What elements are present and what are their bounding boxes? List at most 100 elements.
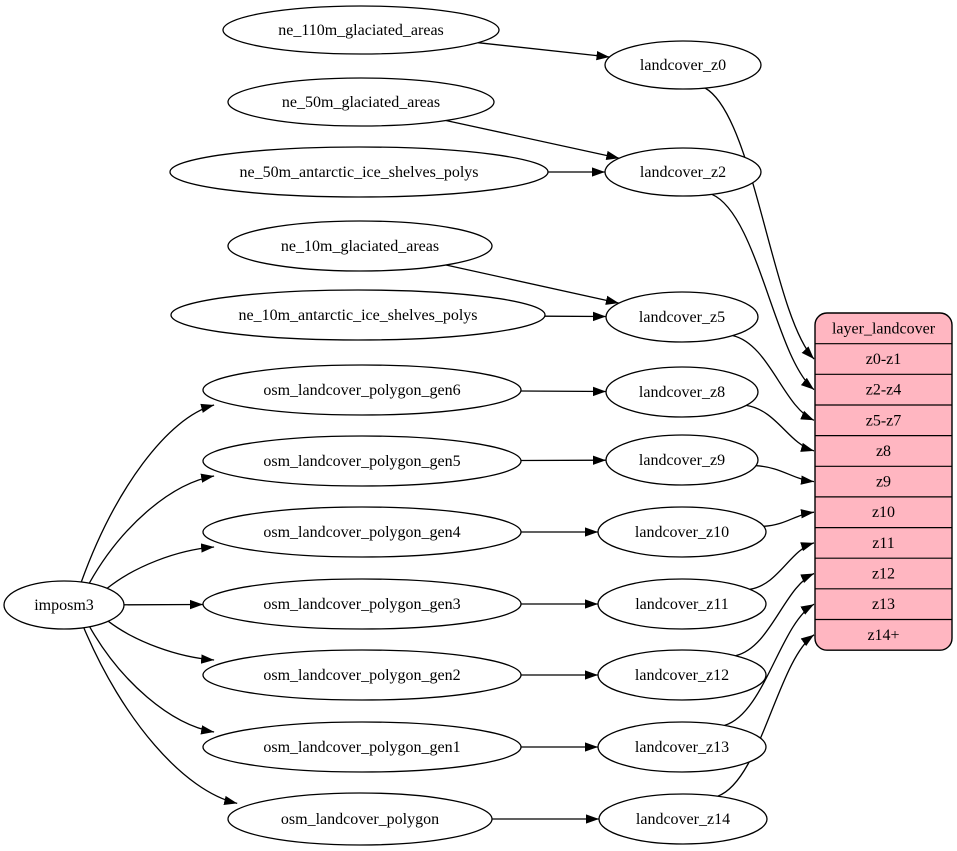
node-label-landcover-z10: landcover_z10	[635, 524, 729, 541]
node-label-landcover-z14: landcover_z14	[636, 811, 730, 828]
record-row-z14: z14+	[867, 627, 899, 644]
node-shape-landcover-z11	[597, 578, 767, 630]
node-label-osm-landcover-polygon-gen4: osm_landcover_polygon_gen4	[263, 524, 460, 541]
node-label-osm-landcover-polygon-gen3: osm_landcover_polygon_gen3	[263, 596, 460, 613]
node-osm-landcover-polygon-gen2: osm_landcover_polygon_gen2	[202, 649, 522, 701]
node-shape-landcover-z12	[597, 649, 767, 701]
node-shape-landcover-z10	[597, 506, 767, 558]
node-label-ne-10m-glaciated-areas: ne_10m_glaciated_areas	[281, 238, 439, 255]
node-label-osm-landcover-polygon-gen2: osm_landcover_polygon_gen2	[263, 667, 460, 684]
node-label-imposm3: imposm3	[34, 597, 94, 614]
edge-imposm3-to-osm-landcover-polygon	[83, 627, 238, 806]
node-shape-landcover-z13	[597, 721, 767, 773]
record-row-z5-z7: z5-z7	[866, 412, 902, 429]
record-title: layer_landcover	[832, 320, 936, 337]
node-landcover-z12: landcover_z12	[597, 649, 767, 701]
node-shape-landcover-z8	[605, 366, 759, 418]
record-shape-layer-landcover	[814, 312, 953, 651]
node-shape-landcover-z5	[605, 291, 759, 343]
record-row-z12: z12	[872, 566, 895, 583]
record-row-z8: z8	[876, 443, 891, 460]
edge-landcover-z5-to-layer-landcover-z5-z7	[732, 334, 815, 421]
node-shape-ne-110m-glaciated-areas	[222, 5, 500, 55]
node-ne-50m-antarctic-ice-shelves-polys: ne_50m_antarctic_ice_shelves_polys	[169, 146, 549, 198]
node-landcover-z0: landcover_z0	[604, 40, 762, 90]
node-label-landcover-z9: landcover_z9	[639, 452, 725, 469]
edge-landcover-z8-to-layer-landcover-z8	[746, 404, 815, 452]
record-layer: layer_landcover z0-z1 z2-z4 z5-z7 z8 z9 z10 z11…	[814, 312, 953, 651]
node-shape-ne-10m-antarctic-ice-shelves-polys	[170, 289, 546, 341]
edge-imposm3-to-osm-landcover-polygon-gen4	[106, 543, 215, 589]
node-shape-osm-landcover-polygon-gen1	[202, 721, 522, 773]
edge-landcover-z14-to-layer-landcover-z14	[717, 634, 815, 797]
node-landcover-z2: landcover_z2	[604, 147, 762, 197]
node-shape-ne-10m-glaciated-areas	[227, 220, 493, 272]
node-landcover-z10: landcover_z10	[597, 506, 767, 558]
record-layer-landcover: layer_landcover z0-z1 z2-z4 z5-z7 z8 z9 z10 z11…	[814, 312, 953, 651]
node-ne-10m-antarctic-ice-shelves-polys: ne_10m_antarctic_ice_shelves_polys	[170, 289, 546, 341]
record-row-z2-z4: z2-z4	[866, 382, 902, 399]
record-row-z13: z13	[872, 596, 895, 613]
node-shape-landcover-z14	[598, 793, 768, 845]
edge-landcover-z11-to-layer-landcover-z11	[749, 542, 815, 590]
node-label-osm-landcover-polygon-gen5: osm_landcover_polygon_gen5	[263, 453, 460, 470]
node-shape-ne-50m-antarctic-ice-shelves-polys	[169, 146, 549, 198]
node-label-landcover-z5: landcover_z5	[639, 309, 725, 326]
edge-landcover-z0-to-layer-landcover-z0-z1	[704, 87, 815, 360]
edge-landcover-z10-to-layer-landcover-z10	[763, 509, 815, 527]
node-ne-50m-glaciated-areas: ne_50m_glaciated_areas	[227, 77, 495, 127]
node-shape-imposm3	[3, 580, 125, 630]
node-landcover-z13: landcover_z13	[597, 721, 767, 773]
node-osm-landcover-polygon-gen4: osm_landcover_polygon_gen4	[202, 506, 522, 558]
edge-landcover-z12-to-layer-landcover-z12	[735, 572, 815, 657]
node-shape-osm-landcover-polygon-gen5	[202, 435, 522, 487]
node-shape-landcover-z9	[605, 434, 759, 486]
edge-ne-10m-glaciated-areas-to-landcover-z5	[445, 264, 620, 305]
nodes-layer: imposm3 ne_110m_glaciated_areas ne_50m_gla…	[3, 5, 768, 846]
node-label-osm-landcover-polygon-gen6: osm_landcover_polygon_gen6	[263, 382, 460, 399]
node-label-landcover-z12: landcover_z12	[635, 667, 729, 684]
node-landcover-z8: landcover_z8	[605, 366, 759, 418]
node-osm-landcover-polygon-gen6: osm_landcover_polygon_gen6	[202, 364, 522, 416]
node-osm-landcover-polygon: osm_landcover_polygon	[227, 792, 493, 846]
record-row-z9: z9	[876, 474, 891, 491]
edge-ne-110m-glaciated-areas-to-landcover-z0	[477, 42, 610, 61]
edge-imposm3-to-osm-landcover-polygon-gen2	[107, 620, 215, 664]
node-shape-osm-landcover-polygon-gen3	[202, 578, 522, 630]
edge-osm-landcover-polygon-gen6-to-landcover-z8	[520, 386, 607, 397]
edge-landcover-z2-to-layer-landcover-z2-z4	[711, 193, 815, 391]
node-label-osm-landcover-polygon-gen1: osm_landcover_polygon_gen1	[263, 739, 460, 756]
node-label-ne-110m-glaciated-areas: ne_110m_glaciated_areas	[278, 22, 444, 39]
node-osm-landcover-polygon-gen5: osm_landcover_polygon_gen5	[202, 435, 522, 487]
node-landcover-z9: landcover_z9	[605, 434, 759, 486]
node-landcover-z5: landcover_z5	[605, 291, 759, 343]
record-row-z11: z11	[872, 535, 895, 552]
node-label-ne-50m-antarctic-ice-shelves-polys: ne_50m_antarctic_ice_shelves_polys	[239, 164, 478, 181]
node-landcover-z14: landcover_z14	[598, 793, 768, 845]
record-row-z10: z10	[872, 504, 895, 521]
node-osm-landcover-polygon-gen1: osm_landcover_polygon_gen1	[202, 721, 522, 773]
node-shape-osm-landcover-polygon	[227, 792, 493, 846]
edge-landcover-z13-to-layer-landcover-z13	[724, 603, 815, 727]
node-ne-10m-glaciated-areas: ne_10m_glaciated_areas	[227, 220, 493, 272]
node-label-ne-50m-glaciated-areas: ne_50m_glaciated_areas	[282, 94, 440, 111]
node-shape-osm-landcover-polygon-gen6	[202, 364, 522, 416]
node-shape-landcover-z2	[604, 147, 762, 197]
node-imposm3: imposm3	[3, 580, 125, 630]
node-ne-110m-glaciated-areas: ne_110m_glaciated_areas	[222, 5, 500, 55]
node-label-osm-landcover-polygon: osm_landcover_polygon	[281, 811, 439, 828]
record-row-z0-z1: z0-z1	[866, 351, 902, 368]
edge-ne-50m-glaciated-areas-to-landcover-z2	[445, 119, 620, 161]
node-osm-landcover-polygon-gen3: osm_landcover_polygon_gen3	[202, 578, 522, 630]
node-label-landcover-z13: landcover_z13	[635, 739, 729, 756]
node-label-landcover-z0: landcover_z0	[640, 57, 726, 74]
node-shape-osm-landcover-polygon-gen2	[202, 649, 522, 701]
node-label-landcover-z8: landcover_z8	[639, 384, 725, 401]
node-label-ne-10m-antarctic-ice-shelves-polys: ne_10m_antarctic_ice_shelves_polys	[238, 307, 477, 324]
node-shape-osm-landcover-polygon-gen4	[202, 506, 522, 558]
node-shape-ne-50m-glaciated-areas	[227, 77, 495, 127]
edge-landcover-z9-to-layer-landcover-z9	[755, 465, 815, 485]
edge-imposm3-to-osm-landcover-polygon-gen5	[88, 473, 215, 584]
node-shape-landcover-z0	[604, 40, 762, 90]
